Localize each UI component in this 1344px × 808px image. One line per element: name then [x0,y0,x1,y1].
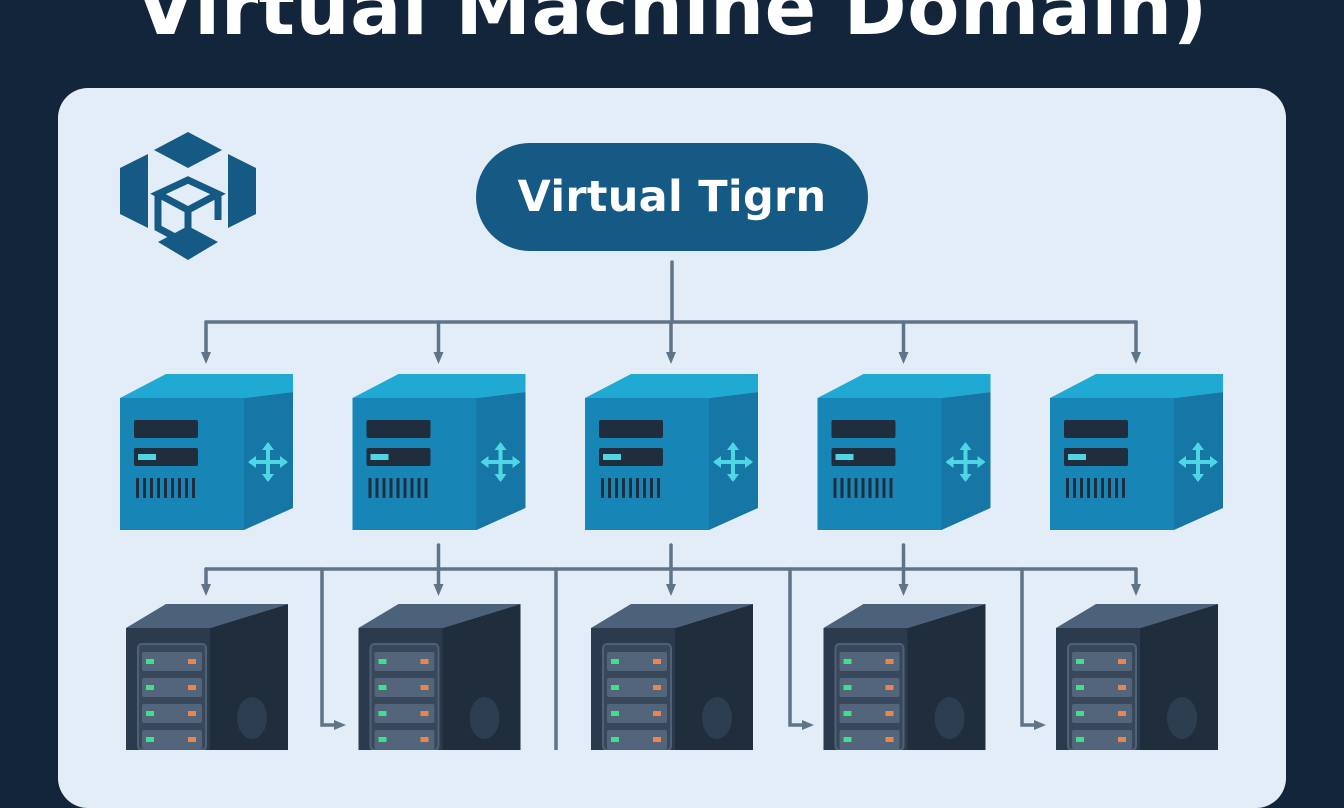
server-unit [839,652,900,671]
network-arrows-icon [1178,442,1218,482]
server-unit [1072,652,1132,671]
hub-label: Virtual Tigrn [517,172,827,222]
server-unit [607,652,667,671]
server-unit [142,678,202,697]
server-unit [607,730,667,749]
vm-domain-diagram [120,132,1223,750]
vent-bars [601,478,660,498]
virtual-machine-cube-icon [817,374,991,530]
server-fan [934,697,965,739]
feeder-arrow [788,567,814,730]
virtual-machine-cube-icon [120,374,293,530]
server-fan [702,697,732,739]
feeder-arrow [320,567,346,730]
server-unit [142,652,202,671]
server-unit [1072,704,1132,723]
virtual-hub-node: Virtual Tigrn [476,143,868,251]
server-fan [1167,697,1197,739]
server-unit [839,678,900,697]
server-fan [237,697,267,739]
virtual-machine-cube-icon [1050,374,1223,530]
server-tower-icon [591,604,753,750]
virtual-machine-cube-icon [352,374,526,530]
server-connector [201,543,1141,750]
server-tower-icon [823,604,986,750]
server-unit [607,678,667,697]
server-tower-icon [126,604,288,750]
network-arrows-icon [480,442,521,482]
server-tower-icon [358,604,521,750]
server-unit [839,704,900,723]
network-arrows-icon [713,442,753,482]
feeder-arrow [1020,567,1046,730]
server-unit [839,730,900,749]
server-unit [374,704,435,723]
hub-connector [201,260,1141,364]
vent-bars [368,478,428,498]
virtual-machine-cube-icon [585,374,758,530]
server-unit [142,704,202,723]
vent-bars [136,478,195,498]
vent-bars [1066,478,1125,498]
server-unit [374,730,435,749]
server-unit [142,730,202,749]
server-unit [607,704,667,723]
server-unit [1072,730,1132,749]
network-arrows-icon [945,442,986,482]
cube-logo-icon [120,132,256,260]
server-tower-icon [1056,604,1218,750]
page-title: Virtual Machine Domain) [136,0,1208,52]
server-unit [1072,678,1132,697]
network-arrows-icon [248,442,288,482]
server-unit [374,678,435,697]
vent-bars [833,478,893,498]
server-fan [469,697,500,739]
server-unit [374,652,435,671]
